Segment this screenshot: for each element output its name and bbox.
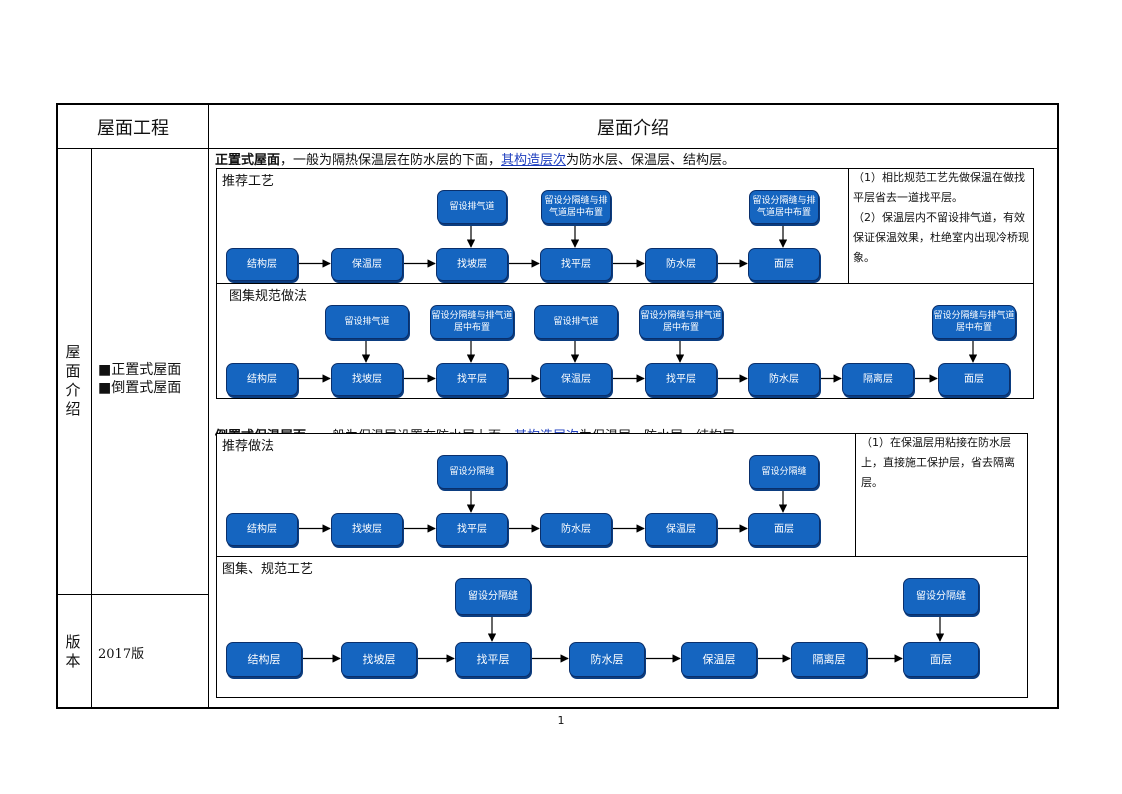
panel-b-step: 找平层 <box>436 363 508 396</box>
panel-b-step: 找坡层 <box>331 363 403 396</box>
panel-d-callout: 留设分隔缝 <box>903 578 979 615</box>
panel-a-callout: 留设分隔缝与排气道居中布置 <box>749 190 819 224</box>
panel-b-callout: 留设分隔缝与排气道居中布置 <box>639 305 723 339</box>
table-border-bottom <box>56 707 1059 709</box>
header-roof-introduction: 屋面介绍 <box>597 118 669 139</box>
panel-a-step: 面层 <box>748 248 820 281</box>
side-list-item-regular-roof[interactable]: ■正置式屋面 <box>98 362 182 378</box>
panel-c-notes: （1）在保温层用粘接在防水层上，直接施工保护层，省去隔离层。 <box>861 433 1025 493</box>
panel-c-step: 结构层 <box>226 513 298 546</box>
table-border-right <box>1057 103 1059 709</box>
panel-c-note-1: （1）在保温层用粘接在防水层上，直接施工保护层，省去隔离层。 <box>861 436 1015 489</box>
panel-b-callout: 留设排气道 <box>534 305 618 339</box>
panel-b-step: 找平层 <box>645 363 717 396</box>
panel-b-callout: 留设分隔缝与排气道居中布置 <box>430 305 514 339</box>
table-version-divider <box>56 594 209 595</box>
table-border-left <box>56 103 58 709</box>
section1-intro-link[interactable]: 其构造层次 <box>501 153 567 168</box>
panel-a-notes: （1）相比规范工艺先做保温在做找平层省去一道找平层。 （2）保温层内不留设排气道… <box>853 168 1031 268</box>
panel-d-step: 保温层 <box>681 642 757 677</box>
panel-a-step: 找坡层 <box>436 248 508 281</box>
table-col-divider-main <box>208 103 209 709</box>
panel-a-note-2: （2）保温层内不留设排气道，有效保证保温效果，杜绝室内出现冷桥现象。 <box>853 211 1029 264</box>
panel-c-callout: 留设分隔缝 <box>749 455 819 489</box>
panel-c-step: 找坡层 <box>331 513 403 546</box>
panel-b-step: 面层 <box>938 363 1010 396</box>
panel-d-callout: 留设分隔缝 <box>455 578 531 615</box>
side-list-item-inverted-roof[interactable]: ■倒置式屋面 <box>98 380 182 396</box>
version-value: 2017版 <box>98 647 145 662</box>
panel-d-step: 防水层 <box>569 642 645 677</box>
panel-d-step: 面层 <box>903 642 979 677</box>
table-col-divider-side <box>91 148 92 709</box>
header-roof-engineering: 屋面工程 <box>97 118 169 139</box>
side-label-roof-intro: 屋面介绍 <box>65 343 81 418</box>
panel-d-title: 图集、规范工艺 <box>222 562 314 577</box>
section1-intro-text2: 为防水层、保温层、结构层。 <box>566 153 736 168</box>
panel-a-step: 结构层 <box>226 248 298 281</box>
panel-d-step: 隔离层 <box>791 642 867 677</box>
panel-c-step: 防水层 <box>540 513 612 546</box>
panel-c-callout: 留设分隔缝 <box>437 455 507 489</box>
panel-a-step: 防水层 <box>645 248 717 281</box>
panel-c-step: 面层 <box>748 513 820 546</box>
panel-d-step: 结构层 <box>226 642 302 677</box>
panel-b-step: 隔离层 <box>842 363 914 396</box>
panel-c-title: 推荐做法 <box>222 439 275 454</box>
panel-d-step: 找坡层 <box>341 642 417 677</box>
panel-a-note-1: （1）相比规范工艺先做保温在做找平层省去一道找平层。 <box>853 171 1025 204</box>
panel-c-notes-divider <box>855 433 856 556</box>
panel-a-step: 找平层 <box>540 248 612 281</box>
panel-b-step: 保温层 <box>540 363 612 396</box>
section1-intro-bold: 正置式屋面 <box>215 153 281 168</box>
side-list: ■正置式屋面 ■倒置式屋面 <box>98 361 181 397</box>
panel-b-title: 图集规范做法 <box>229 289 308 304</box>
table-border-top <box>56 103 1059 105</box>
panel-c-step: 保温层 <box>645 513 717 546</box>
page-number: 1 <box>557 714 565 727</box>
section1-intro-text1: ，一般为隔热保温层在防水层的下面， <box>280 153 502 168</box>
panel-d-step: 找平层 <box>455 642 531 677</box>
panel-a-notes-divider <box>848 168 849 284</box>
panel-c-step: 找平层 <box>436 513 508 546</box>
panel-b-callout: 留设分隔缝与排气道居中布置 <box>932 305 1016 339</box>
panel-b-step: 结构层 <box>226 363 298 396</box>
panel-b-step: 防水层 <box>748 363 820 396</box>
panel-b-callout: 留设排气道 <box>325 305 409 339</box>
section1-intro: 正置式屋面，一般为隔热保温层在防水层的下面，其构造层次为防水层、保温层、结构层。 <box>215 149 735 168</box>
table-header-divider <box>56 148 1059 149</box>
version-label: 版本 <box>65 633 81 670</box>
panel-a-callout: 留设排气道 <box>437 190 507 224</box>
panel-a-callout: 留设分隔缝与排气道居中布置 <box>541 190 611 224</box>
panel-a-title: 推荐工艺 <box>222 174 275 189</box>
panel-a-step: 保温层 <box>331 248 403 281</box>
